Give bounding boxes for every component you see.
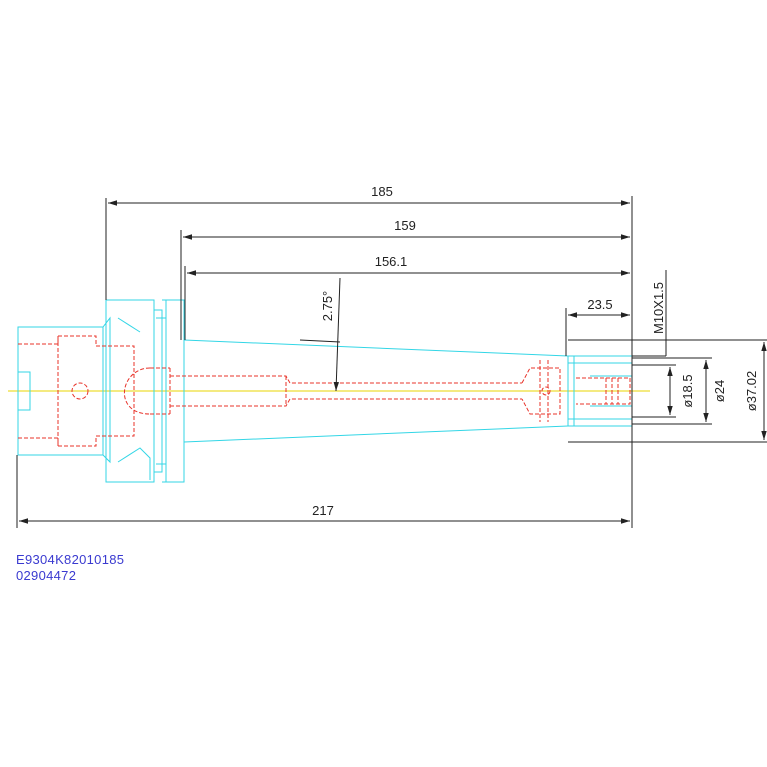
dimensions bbox=[16, 196, 767, 528]
dim-159: 159 bbox=[394, 218, 416, 233]
flange bbox=[105, 299, 155, 483]
thread-hidden bbox=[576, 377, 631, 405]
part-codes: E9304K82010185 02904472 bbox=[16, 552, 124, 584]
dim-dia-small: ø18.5 bbox=[680, 374, 695, 407]
part-code-1: E9304K82010185 bbox=[16, 552, 125, 567]
dim-217: 217 bbox=[312, 503, 334, 518]
taper-bottom bbox=[183, 425, 569, 443]
groove-ring-1 bbox=[154, 309, 163, 473]
angle-leader bbox=[333, 277, 341, 392]
part-code-2: 02904472 bbox=[16, 568, 77, 583]
dim-dia-large: ø37.02 bbox=[744, 371, 759, 411]
dim-23: 23.5 bbox=[587, 297, 612, 312]
dim-angle: 2.75° bbox=[320, 291, 335, 322]
cross-hole bbox=[71, 382, 89, 400]
hidden-lines bbox=[18, 335, 631, 447]
shank-slot bbox=[18, 371, 31, 411]
tool-holder-outline bbox=[17, 299, 633, 483]
dim-thread: M10X1.5 bbox=[651, 282, 666, 334]
dim-185: 185 bbox=[371, 184, 393, 199]
dim-dia-mid: ø24 bbox=[712, 380, 727, 402]
dim-156: 156.1 bbox=[375, 254, 408, 269]
taper-top bbox=[183, 339, 569, 357]
